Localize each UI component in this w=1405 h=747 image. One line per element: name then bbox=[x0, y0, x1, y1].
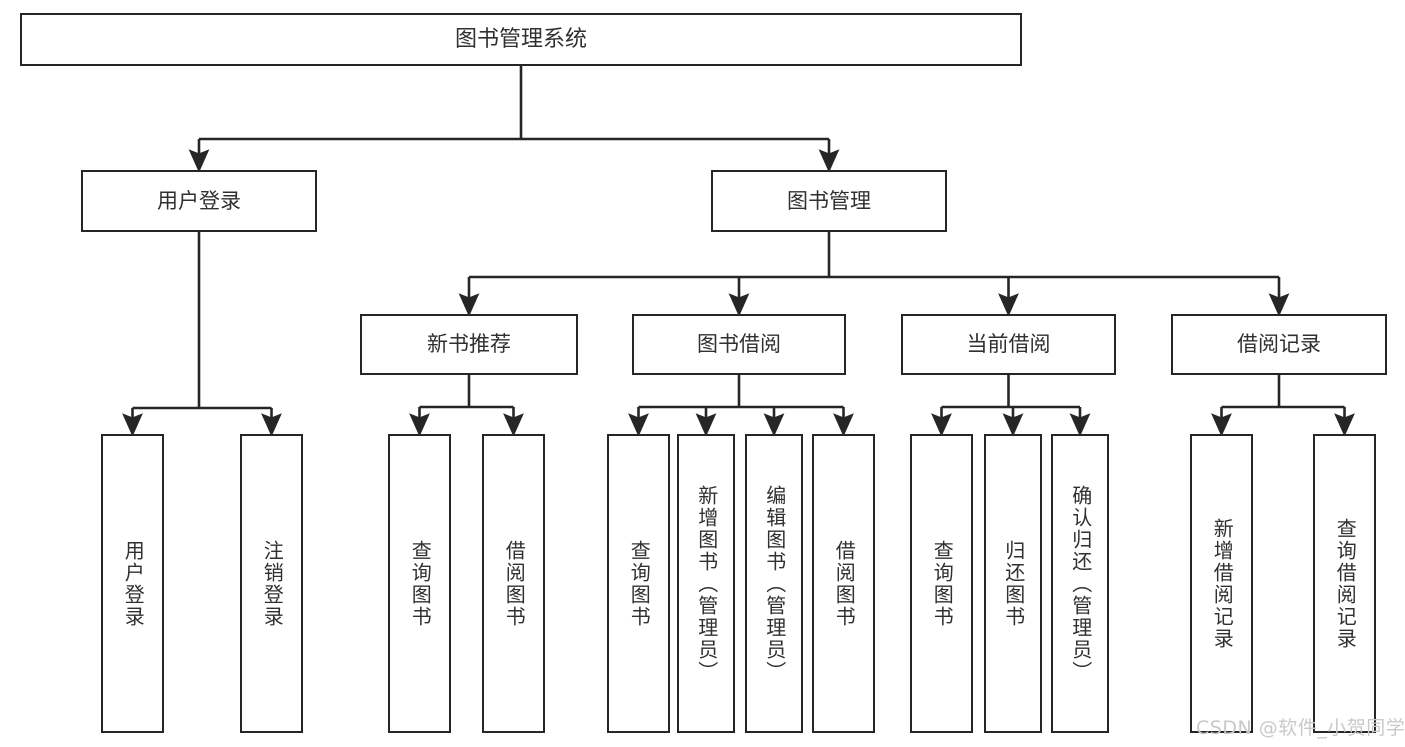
node-label: 新增图书（管理员） bbox=[694, 484, 719, 683]
node-book-management-module[interactable]: 图书管理 bbox=[711, 170, 947, 232]
node-label: 新增借阅记录 bbox=[1210, 517, 1235, 650]
node-label: 图书管理 bbox=[787, 188, 871, 213]
node-label: 查询借阅记录 bbox=[1333, 517, 1358, 650]
node-label: 图书借阅 bbox=[697, 332, 781, 357]
leaf-current-confirm-return-admin[interactable]: 确认归还（管理员） bbox=[1051, 434, 1109, 733]
leaf-borrow-borrow-book[interactable]: 借阅图书 bbox=[812, 434, 875, 733]
node-borrow-record[interactable]: 借阅记录 bbox=[1171, 314, 1387, 375]
leaf-newbook-borrow-book[interactable]: 借阅图书 bbox=[482, 434, 545, 733]
node-label: 借阅图书 bbox=[502, 539, 527, 628]
node-label: 借阅记录 bbox=[1237, 332, 1321, 357]
node-label: 图书管理系统 bbox=[454, 26, 587, 52]
node-label: 查询图书 bbox=[930, 539, 955, 628]
leaf-user-logout[interactable]: 注销登录 bbox=[240, 434, 303, 733]
node-book-borrow[interactable]: 图书借阅 bbox=[632, 314, 846, 375]
node-label: 归还图书 bbox=[1001, 539, 1026, 628]
node-label: 用户登录 bbox=[157, 188, 241, 213]
leaf-current-return-book[interactable]: 归还图书 bbox=[984, 434, 1042, 733]
node-user-login-module[interactable]: 用户登录 bbox=[81, 170, 317, 232]
node-label: 确认归还（管理员） bbox=[1068, 484, 1093, 683]
leaf-record-query-borrow-record[interactable]: 查询借阅记录 bbox=[1313, 434, 1376, 733]
node-label: 编辑图书（管理员） bbox=[762, 484, 787, 683]
node-new-book-recommend[interactable]: 新书推荐 bbox=[360, 314, 578, 375]
node-current-borrow[interactable]: 当前借阅 bbox=[901, 314, 1116, 375]
node-label: 注销登录 bbox=[260, 539, 285, 628]
leaf-newbook-query-book[interactable]: 查询图书 bbox=[388, 434, 451, 733]
leaf-borrow-add-book-admin[interactable]: 新增图书（管理员） bbox=[677, 434, 735, 733]
node-label: 当前借阅 bbox=[966, 332, 1051, 357]
csdn-watermark: CSDN @软件_小贺同学 bbox=[1196, 717, 1405, 739]
leaf-user-login[interactable]: 用户登录 bbox=[101, 434, 164, 733]
leaf-record-add-borrow-record[interactable]: 新增借阅记录 bbox=[1190, 434, 1253, 733]
node-label: 用户登录 bbox=[121, 539, 146, 628]
node-label: 查询图书 bbox=[408, 539, 433, 628]
leaf-borrow-edit-book-admin[interactable]: 编辑图书（管理员） bbox=[745, 434, 803, 733]
leaf-borrow-query-book[interactable]: 查询图书 bbox=[607, 434, 670, 733]
node-label: 借阅图书 bbox=[832, 539, 857, 628]
leaf-current-query-book[interactable]: 查询图书 bbox=[910, 434, 973, 733]
node-root[interactable]: 图书管理系统 bbox=[20, 13, 1022, 66]
node-label: 查询图书 bbox=[627, 539, 652, 628]
node-label: 新书推荐 bbox=[427, 332, 511, 357]
